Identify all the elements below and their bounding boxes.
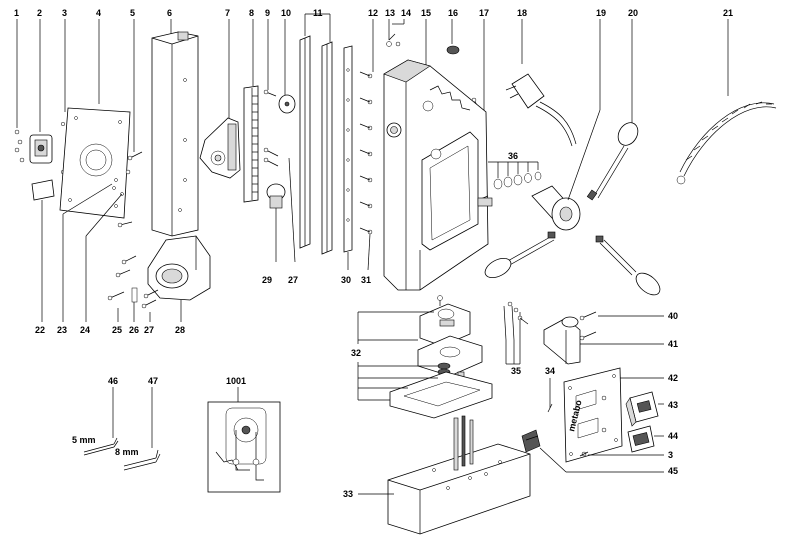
callout-31: 31 bbox=[361, 275, 371, 285]
contacts-part-35 bbox=[503, 301, 529, 344]
callout-18: 18 bbox=[517, 8, 527, 18]
callout-25: 25 bbox=[112, 325, 122, 335]
screws-part-31 bbox=[359, 71, 373, 235]
label-part-22 bbox=[31, 179, 55, 201]
power-plug-part-18 bbox=[505, 73, 577, 147]
screws-part-40 bbox=[579, 311, 597, 341]
magnet-block-part-33 bbox=[387, 415, 531, 535]
bracket-part-7 bbox=[199, 117, 241, 179]
guide-rails-part-11 bbox=[299, 35, 333, 255]
callout-27b: 27 bbox=[144, 325, 154, 335]
dimension-8mm: 8 mm bbox=[115, 447, 139, 457]
callout-1001: 1001 bbox=[226, 376, 246, 386]
callout-35: 35 bbox=[511, 366, 521, 376]
strip-part-30 bbox=[343, 45, 353, 253]
callout-9: 9 bbox=[265, 8, 270, 18]
callout-27a: 27 bbox=[288, 275, 298, 285]
safety-chain-part-21 bbox=[676, 101, 777, 185]
callout-24: 24 bbox=[80, 325, 90, 335]
callout-33: 33 bbox=[343, 489, 353, 499]
callout-16: 16 bbox=[448, 8, 458, 18]
callout-8: 8 bbox=[249, 8, 254, 18]
knob-part-29 bbox=[266, 183, 286, 262]
callout-4: 4 bbox=[96, 8, 101, 18]
callout-26: 26 bbox=[129, 325, 139, 335]
callout-1: 1 bbox=[14, 8, 19, 18]
carrier-part-32b bbox=[417, 335, 483, 377]
callout-11: 11 bbox=[313, 8, 323, 18]
callout-34: 34 bbox=[545, 366, 555, 376]
screw-part-9 bbox=[263, 89, 277, 97]
callout-42: 42 bbox=[668, 373, 678, 383]
callout-5: 5 bbox=[130, 8, 135, 18]
callout-10: 10 bbox=[281, 8, 291, 18]
base-plate-part-32 bbox=[389, 371, 493, 419]
hex-key-8mm-part-47 bbox=[123, 449, 161, 471]
switch-part-44 bbox=[627, 425, 655, 453]
callout-3b: 3 bbox=[668, 450, 673, 460]
stand-body-part-15 bbox=[383, 59, 493, 291]
callout-12: 12 bbox=[368, 8, 378, 18]
screw-part-5 bbox=[127, 151, 143, 161]
base-bracket-part-28 bbox=[147, 235, 211, 301]
dimension-5mm: 5 mm bbox=[72, 435, 96, 445]
callout-40: 40 bbox=[668, 311, 678, 321]
terminal-part-45 bbox=[521, 429, 541, 453]
callout-20: 20 bbox=[628, 8, 638, 18]
callout-21: 21 bbox=[723, 8, 733, 18]
lever-handle-part-20 bbox=[586, 122, 639, 201]
rack-part-8 bbox=[243, 85, 259, 203]
callout-41: 41 bbox=[668, 339, 678, 349]
switch-part-43 bbox=[625, 391, 659, 427]
callout-17: 17 bbox=[479, 8, 489, 18]
callout-15: 15 bbox=[421, 8, 431, 18]
callout-6: 6 bbox=[167, 8, 172, 18]
callout-7: 7 bbox=[225, 8, 230, 18]
carrier-part-32a bbox=[419, 303, 471, 347]
callout-3: 3 bbox=[62, 8, 67, 18]
screws-part-1 bbox=[14, 129, 25, 163]
wiring-detail-1001 bbox=[207, 401, 281, 493]
column-part-6 bbox=[151, 31, 199, 237]
callout-13: 13 bbox=[385, 8, 395, 18]
callout-29: 29 bbox=[262, 275, 272, 285]
front-plate-part-42: metabo bbox=[563, 367, 623, 463]
callout-2: 2 bbox=[37, 8, 42, 18]
callout-28: 28 bbox=[175, 325, 185, 335]
callout-19: 19 bbox=[596, 8, 606, 18]
callout-22: 22 bbox=[35, 325, 45, 335]
callout-36: 36 bbox=[508, 151, 518, 161]
callout-45: 45 bbox=[668, 466, 678, 476]
callout-23: 23 bbox=[57, 325, 67, 335]
callout-44: 44 bbox=[668, 431, 678, 441]
callout-46: 46 bbox=[108, 376, 118, 386]
washers-part-36 bbox=[493, 171, 542, 190]
mounting-plate-part-4 bbox=[59, 107, 131, 219]
callout-43: 43 bbox=[668, 400, 678, 410]
plug-part-16 bbox=[446, 45, 460, 55]
lever-handle-left bbox=[484, 231, 556, 279]
bracket-part-41 bbox=[543, 316, 581, 365]
spindle-hub-part-19 bbox=[531, 185, 581, 231]
callout-32: 32 bbox=[351, 348, 361, 358]
lever-handle-right bbox=[595, 235, 661, 296]
callout-47: 47 bbox=[148, 376, 158, 386]
hex-key-5mm-part-46 bbox=[83, 437, 119, 456]
callout-14: 14 bbox=[401, 8, 411, 18]
switch-part-2 bbox=[29, 134, 53, 164]
callout-30: 30 bbox=[341, 275, 351, 285]
